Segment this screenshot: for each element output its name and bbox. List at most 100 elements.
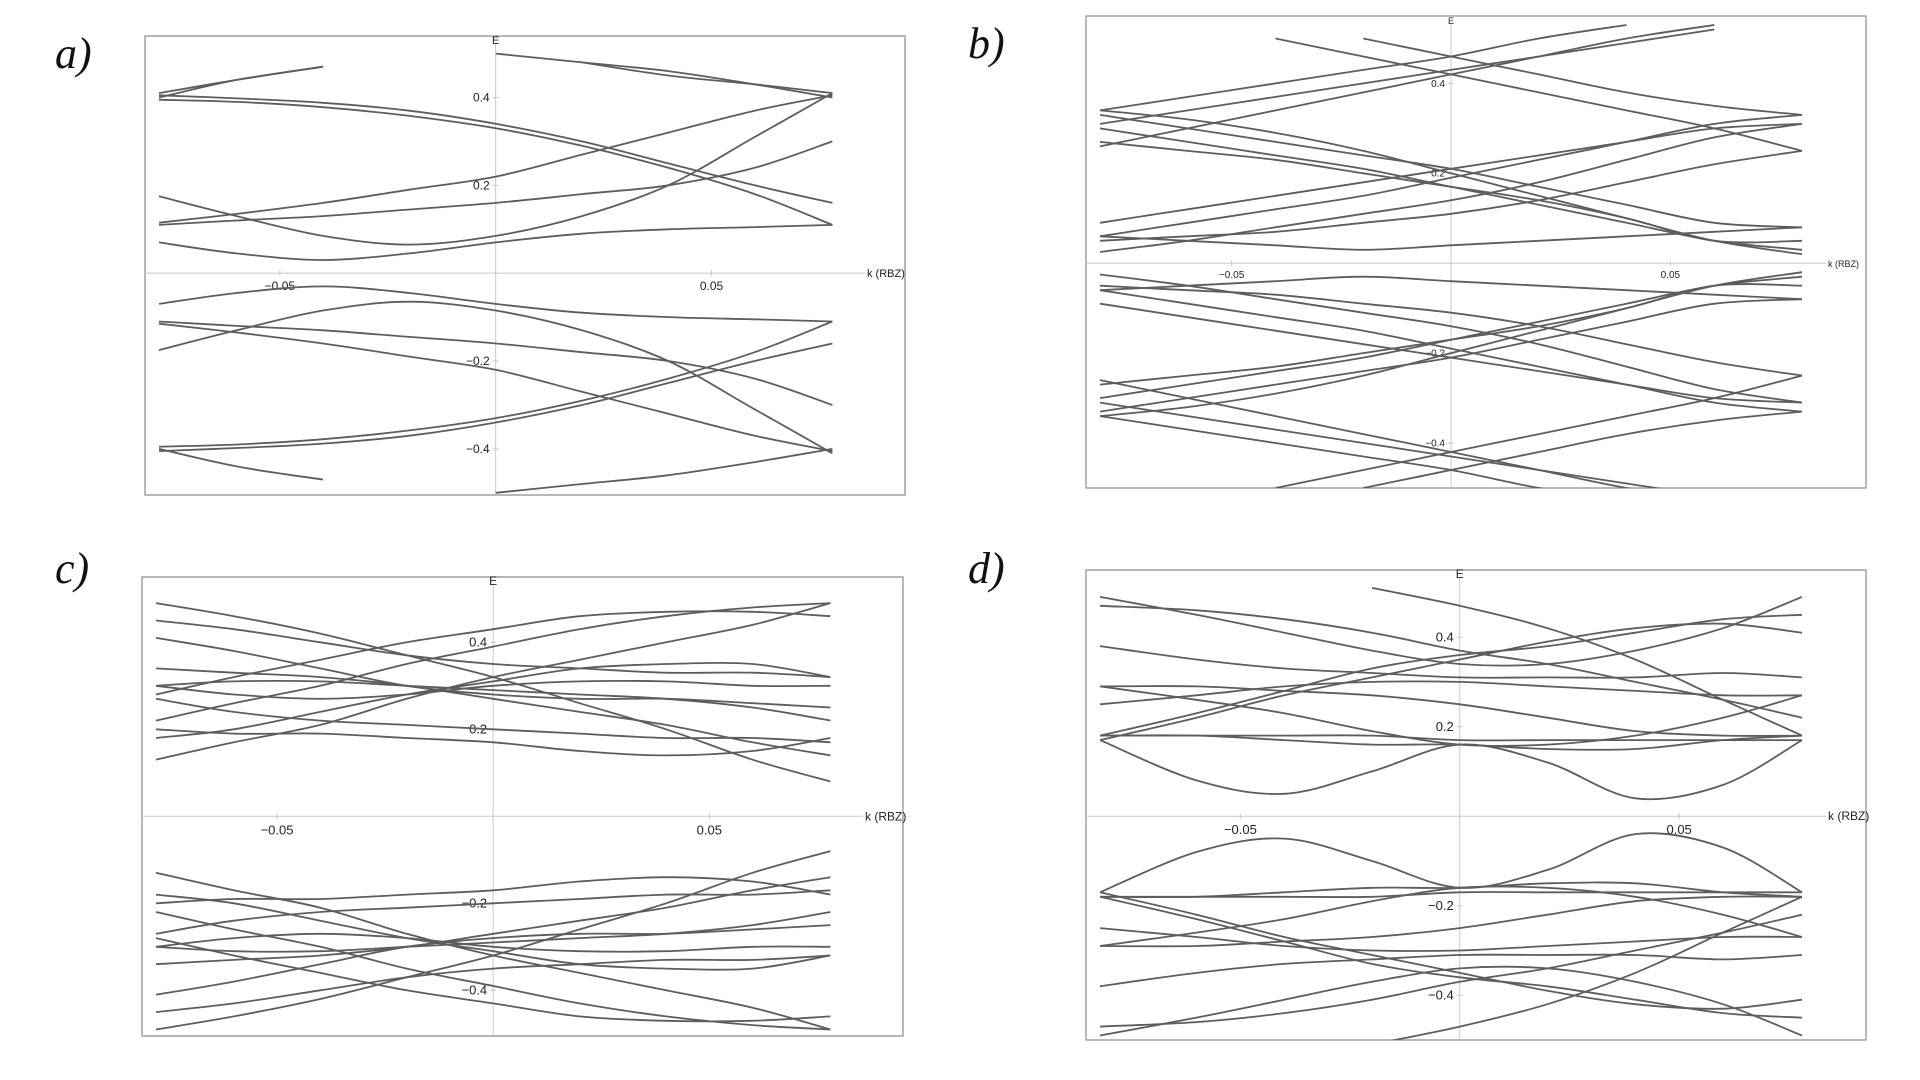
y-tick-label: −0.4 [462, 983, 488, 998]
band-line-8 [1099, 114, 1803, 229]
x-tick-label: 0.05 [1661, 270, 1681, 281]
band-line-19 [155, 911, 831, 953]
band-lines [1099, 24, 1803, 488]
band-line-4 [1099, 734, 1803, 751]
y-tick-label: 0.2 [473, 178, 490, 192]
band-line-22 [1099, 298, 1803, 413]
band-line-14 [158, 320, 833, 448]
band-line-19 [1099, 289, 1803, 413]
plot-frame [1085, 569, 1867, 1041]
x-tick-label: 0.05 [1666, 822, 1691, 837]
band-line-20 [1099, 891, 1803, 1010]
band-line-18 [155, 937, 831, 1023]
band-line-2 [158, 98, 833, 226]
band-line-2 [1099, 28, 1715, 125]
band-line-12 [155, 602, 831, 783]
band-line-20 [155, 876, 831, 905]
x-tick-label: 0.05 [697, 822, 722, 837]
y-tick-label: 0.2 [1436, 719, 1454, 734]
band-line-11 [155, 667, 831, 757]
band-line-16 [1099, 881, 1803, 899]
x-axis-label: k (RBZ) [865, 809, 906, 823]
band-line-8 [1099, 622, 1803, 741]
band-line-23 [1099, 913, 1803, 1028]
band-line-5 [1099, 114, 1803, 238]
band-line-6 [1099, 685, 1803, 737]
band-line-10 [158, 300, 833, 455]
panel-a-label: a) [55, 29, 92, 78]
band-line-1 [158, 94, 833, 204]
x-tick-label: −0.05 [261, 822, 294, 837]
band-line-9 [1099, 685, 1803, 747]
band-line-2 [155, 637, 831, 709]
band-line-22 [155, 932, 831, 953]
band-line-13 [155, 954, 831, 1013]
y-tick-label: −0.4 [1425, 438, 1445, 449]
y-axis-label: E [492, 35, 499, 47]
band-line-1 [155, 619, 831, 678]
x-axis-label: k (RBZ) [1828, 809, 1869, 823]
band-line-11 [1099, 141, 1803, 244]
plot-frame [144, 35, 906, 496]
band-line-12 [1371, 587, 1803, 737]
band-line-17 [1099, 379, 1632, 488]
band-lines [155, 602, 831, 1031]
band-line-2 [1099, 645, 1803, 679]
band-line-8 [155, 728, 831, 757]
band-line-5 [1100, 734, 1802, 742]
band-line-24 [1390, 895, 1803, 1040]
y-axis-label: E [489, 574, 497, 588]
band-line-20 [1099, 273, 1803, 404]
band-line-26 [1099, 275, 1803, 301]
band-line-8 [581, 61, 833, 94]
band-line-5 [158, 140, 833, 226]
panel-d-label: d) [968, 544, 1005, 593]
y-axis-label: E [1456, 567, 1464, 581]
band-line-6 [1099, 123, 1803, 253]
band-line-9 [155, 661, 831, 739]
y-tick-label: 0.2 [1431, 169, 1445, 180]
x-tick-label: 0.05 [700, 279, 724, 293]
band-line-21 [1099, 885, 1803, 947]
band-lines [158, 52, 833, 494]
band-line-1 [1099, 24, 1627, 112]
x-tick-label: −0.05 [1224, 822, 1257, 837]
band-line-18 [1099, 895, 1803, 948]
y-tick-label: −0.4 [466, 442, 490, 456]
band-line-15 [1099, 927, 1803, 952]
band-line-3 [158, 92, 833, 246]
band-line-13 [1275, 37, 1803, 152]
band-line-12 [158, 285, 833, 323]
band-lines [1099, 587, 1803, 1040]
y-tick-label: 0.4 [469, 635, 487, 650]
band-line-16 [1099, 401, 1662, 488]
y-tick-label: 0.4 [1431, 79, 1445, 90]
band-line-10 [155, 679, 831, 700]
band-line-6 [158, 224, 833, 261]
panel-b-label: b) [968, 19, 1005, 68]
band-line-11 [158, 320, 833, 406]
band-line-1 [1099, 739, 1803, 801]
band-line-21 [1099, 284, 1803, 377]
y-tick-label: −0.2 [1425, 348, 1445, 359]
y-tick-label: −0.2 [1428, 898, 1454, 913]
band-line-7 [495, 52, 833, 99]
band-line-14 [1363, 37, 1803, 116]
band-line-13 [158, 342, 833, 452]
band-line-15 [155, 889, 831, 935]
x-tick-label: −0.05 [1219, 270, 1245, 281]
band-line-7 [1099, 150, 1803, 242]
band-line-3 [155, 697, 831, 744]
y-tick-label: −0.2 [466, 354, 490, 368]
band-line-17 [1099, 891, 1802, 899]
band-line-15 [158, 448, 324, 481]
band-line-28 [1363, 410, 1803, 488]
band-line-27 [1275, 374, 1803, 488]
band-line-22 [1099, 965, 1803, 1037]
plot-frame [1085, 15, 1867, 489]
band-line-14 [155, 924, 831, 996]
band-line-11 [1099, 604, 1803, 719]
